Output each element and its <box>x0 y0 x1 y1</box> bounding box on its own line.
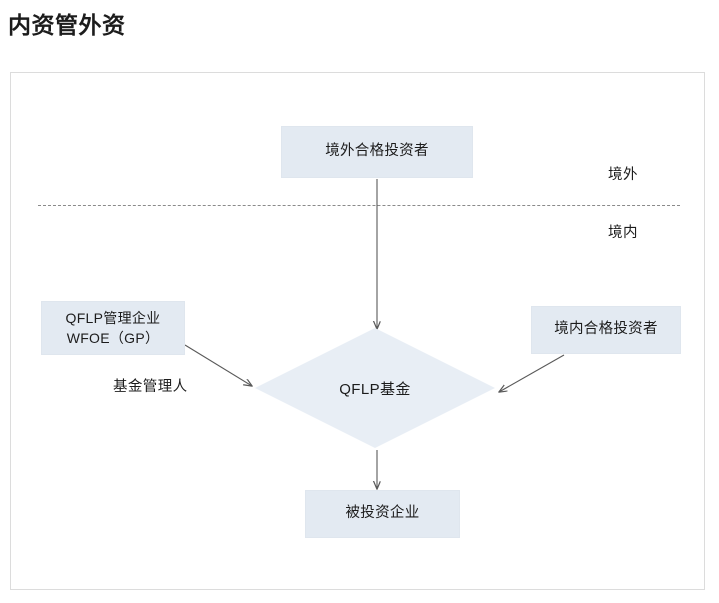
node-qflp-manager[interactable]: QFLP管理企业 WFOE（GP） <box>41 301 185 355</box>
edge-label-fund-manager: 基金管理人 <box>113 379 188 395</box>
node-offshore-investor[interactable]: 境外合格投资者 <box>281 126 473 178</box>
node-label: 境外合格投资者 <box>325 143 429 160</box>
node-label: 境内合格投资者 <box>554 321 658 338</box>
node-label-line1: QFLP管理企业 <box>65 309 161 326</box>
region-label-offshore: 境外 <box>608 167 638 183</box>
boundary-dashed-line <box>38 205 680 206</box>
node-invested-enterprise[interactable]: 被投资企业 <box>305 490 460 538</box>
node-label: QFLP基金 <box>339 380 411 398</box>
node-label-line2: WFOE（GP） <box>66 330 160 346</box>
node-onshore-investor[interactable]: 境内合格投资者 <box>531 306 681 354</box>
region-label-onshore: 境内 <box>608 225 638 241</box>
node-label: 被投资企业 <box>345 505 420 522</box>
page-title: 内资管外资 <box>8 12 126 38</box>
node-qflp-fund[interactable]: QFLP基金 <box>255 328 495 448</box>
